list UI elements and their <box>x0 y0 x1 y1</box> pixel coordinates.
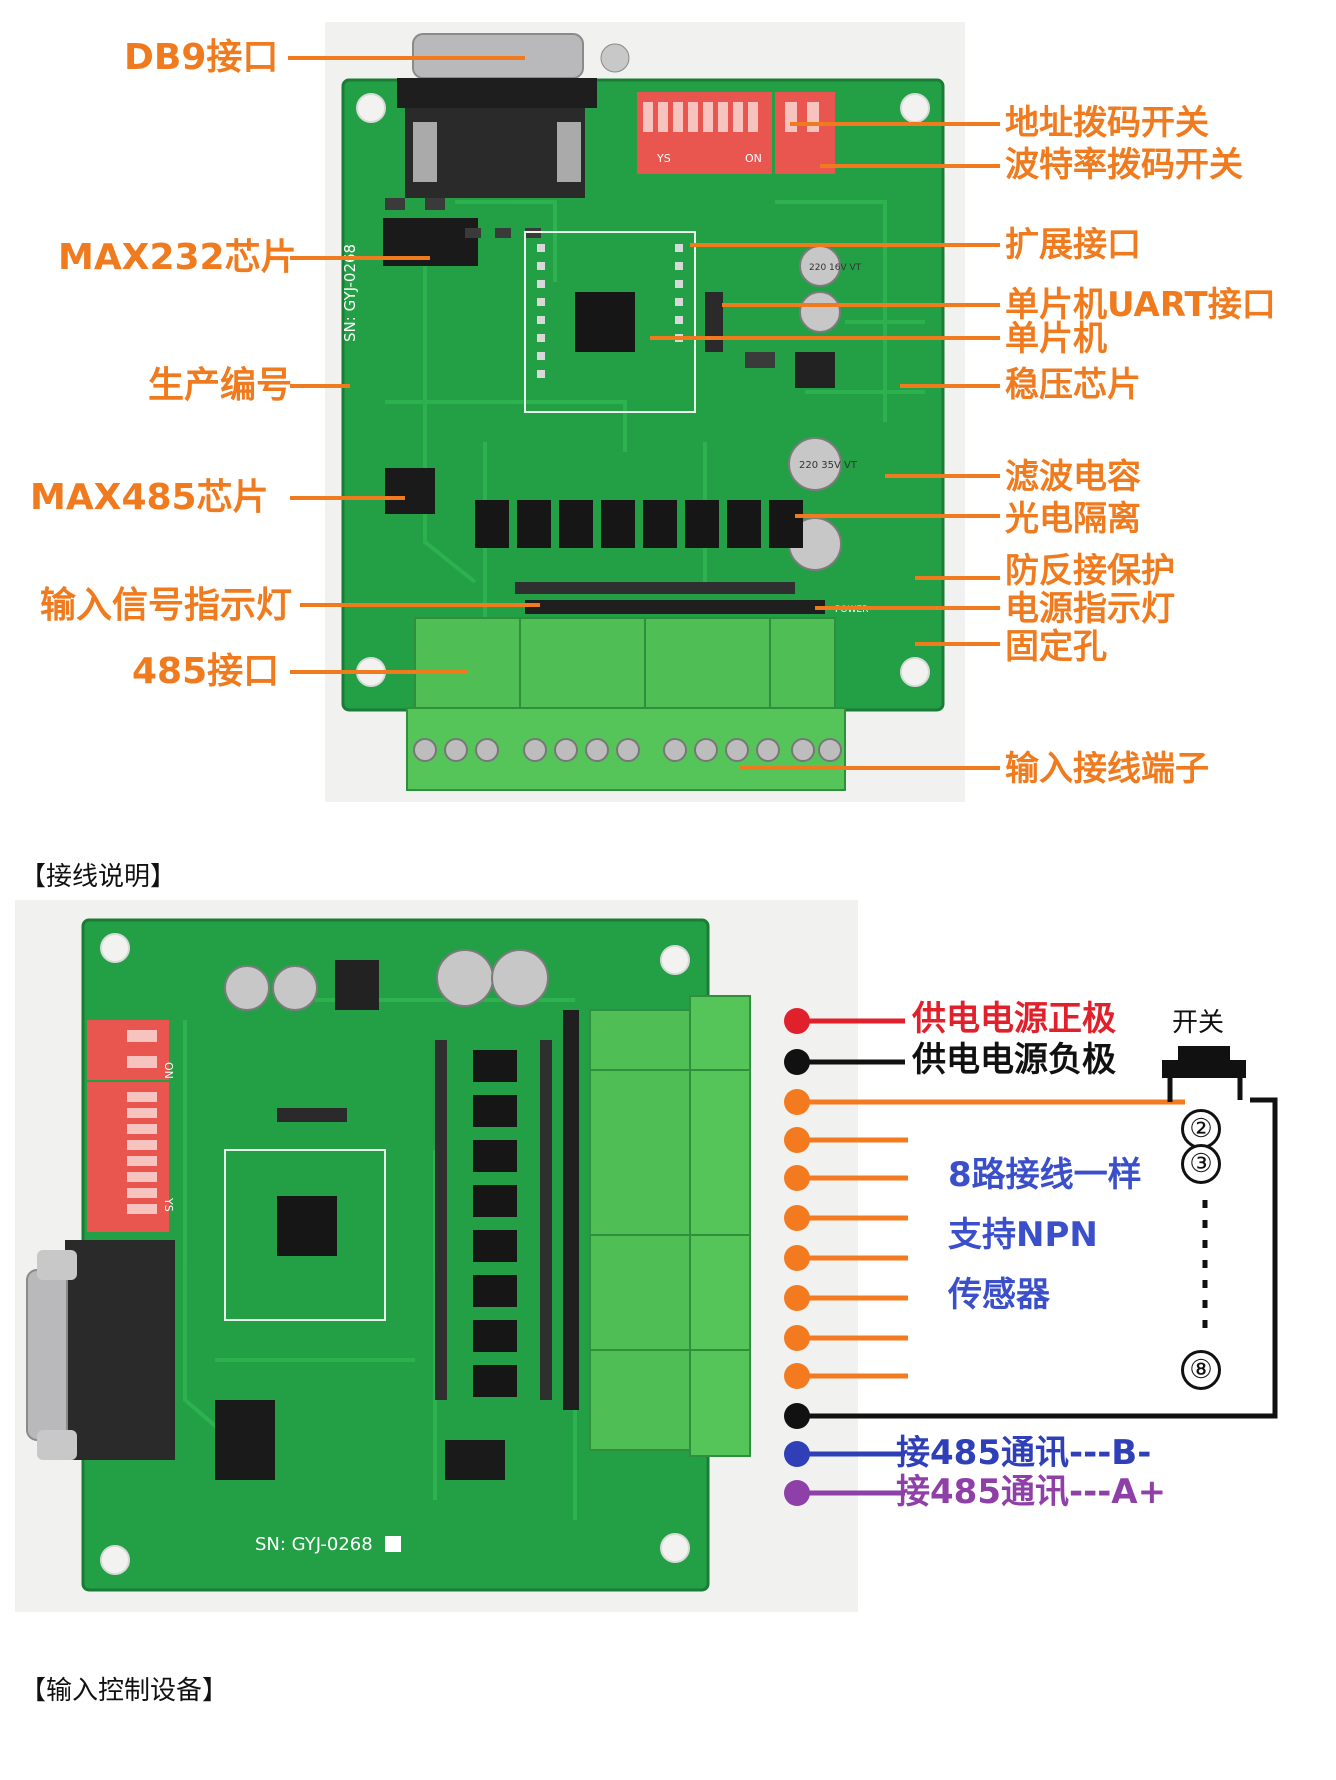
terminal-dot-pos <box>784 1008 810 1034</box>
label-485-b: 接485通讯---B- <box>896 1433 1152 1473</box>
circled-number-3: ③ <box>1181 1144 1221 1184</box>
terminal-dot-in5 <box>784 1245 810 1271</box>
circled-number-8: ⑧ <box>1181 1350 1221 1390</box>
dip2-ys-text: YS <box>162 1197 175 1212</box>
terminal-dot-neg <box>784 1049 810 1075</box>
note-eight-channels: 8路接线一样 <box>948 1155 1142 1195</box>
terminal-dot-in1 <box>784 1089 810 1115</box>
section-heading-wiring: 【接线说明】 <box>20 862 177 892</box>
label-max485: MAX485芯片 <box>30 477 269 518</box>
dip-on-text: ON <box>745 152 762 165</box>
note-sensor: 传感器 <box>948 1275 1050 1315</box>
cap-large-text: 220 35V VT <box>799 460 858 471</box>
terminal-dot-a <box>784 1480 810 1506</box>
label-reverse-protect: 防反接保护 <box>1005 551 1175 591</box>
note-npn-support: 支持NPN <box>948 1215 1098 1255</box>
label-expansion: 扩展接口 <box>1005 225 1141 265</box>
label-serial-number: 生产编号 <box>148 365 293 406</box>
label-supply-positive: 供电电源正极 <box>912 999 1116 1039</box>
label-address-dip: 地址拨码开关 <box>1005 103 1209 143</box>
pcb-board-bottom: ON YS SN: GYJ-0268 <box>26 918 751 1592</box>
terminal-dot-b <box>784 1441 810 1467</box>
dip2-on-text: ON <box>162 1062 175 1079</box>
circled-number-2: ② <box>1181 1109 1221 1149</box>
terminal-dot-in8 <box>784 1363 810 1389</box>
terminal-dot-in2 <box>784 1127 810 1153</box>
leader-lines-top <box>288 56 1000 770</box>
label-optocoupler: 光电隔离 <box>1005 499 1141 539</box>
label-input-led: 输入信号指示灯 <box>40 585 293 626</box>
terminal-dot-in3 <box>784 1165 810 1191</box>
label-baud-dip: 波特率拨码开关 <box>1005 145 1243 185</box>
label-mcu-uart: 单片机UART接口 <box>1005 285 1276 325</box>
pcb-board-top: ON YS SN: GYJ-0268 220 16V VT 220 35V VT <box>341 33 945 791</box>
label-filter-cap: 滤波电容 <box>1005 457 1141 497</box>
pcb2-serial-text: SN: GYJ-0268 <box>255 1534 373 1555</box>
label-power-led: 电源指示灯 <box>1005 589 1175 629</box>
label-485-port: 485接口 <box>132 651 280 692</box>
label-supply-negative: 供电电源负极 <box>912 1040 1116 1080</box>
label-switch: 开关 <box>1172 1008 1225 1038</box>
label-input-terminal: 输入接线端子 <box>1005 749 1209 789</box>
terminal-dot-in6 <box>784 1285 810 1311</box>
section-heading-input-devices: 【输入控制设备】 <box>20 1676 229 1706</box>
label-max232: MAX232芯片 <box>58 237 297 278</box>
label-db9: DB9接口 <box>124 37 279 78</box>
label-mcu: 单片机 <box>1005 319 1107 359</box>
pcb-serial-text: SN: GYJ-0268 <box>341 244 359 342</box>
label-regulator: 稳压芯片 <box>1005 365 1141 405</box>
cap-small-text: 220 16V VT <box>809 263 862 273</box>
terminal-dot-in4 <box>784 1205 810 1231</box>
terminal-dot-in7 <box>784 1325 810 1351</box>
dip-ys-text: YS <box>656 152 671 165</box>
label-mount-hole: 固定孔 <box>1005 627 1107 667</box>
label-485-a: 接485通讯---A+ <box>896 1472 1167 1512</box>
terminal-dot-com <box>784 1403 810 1429</box>
